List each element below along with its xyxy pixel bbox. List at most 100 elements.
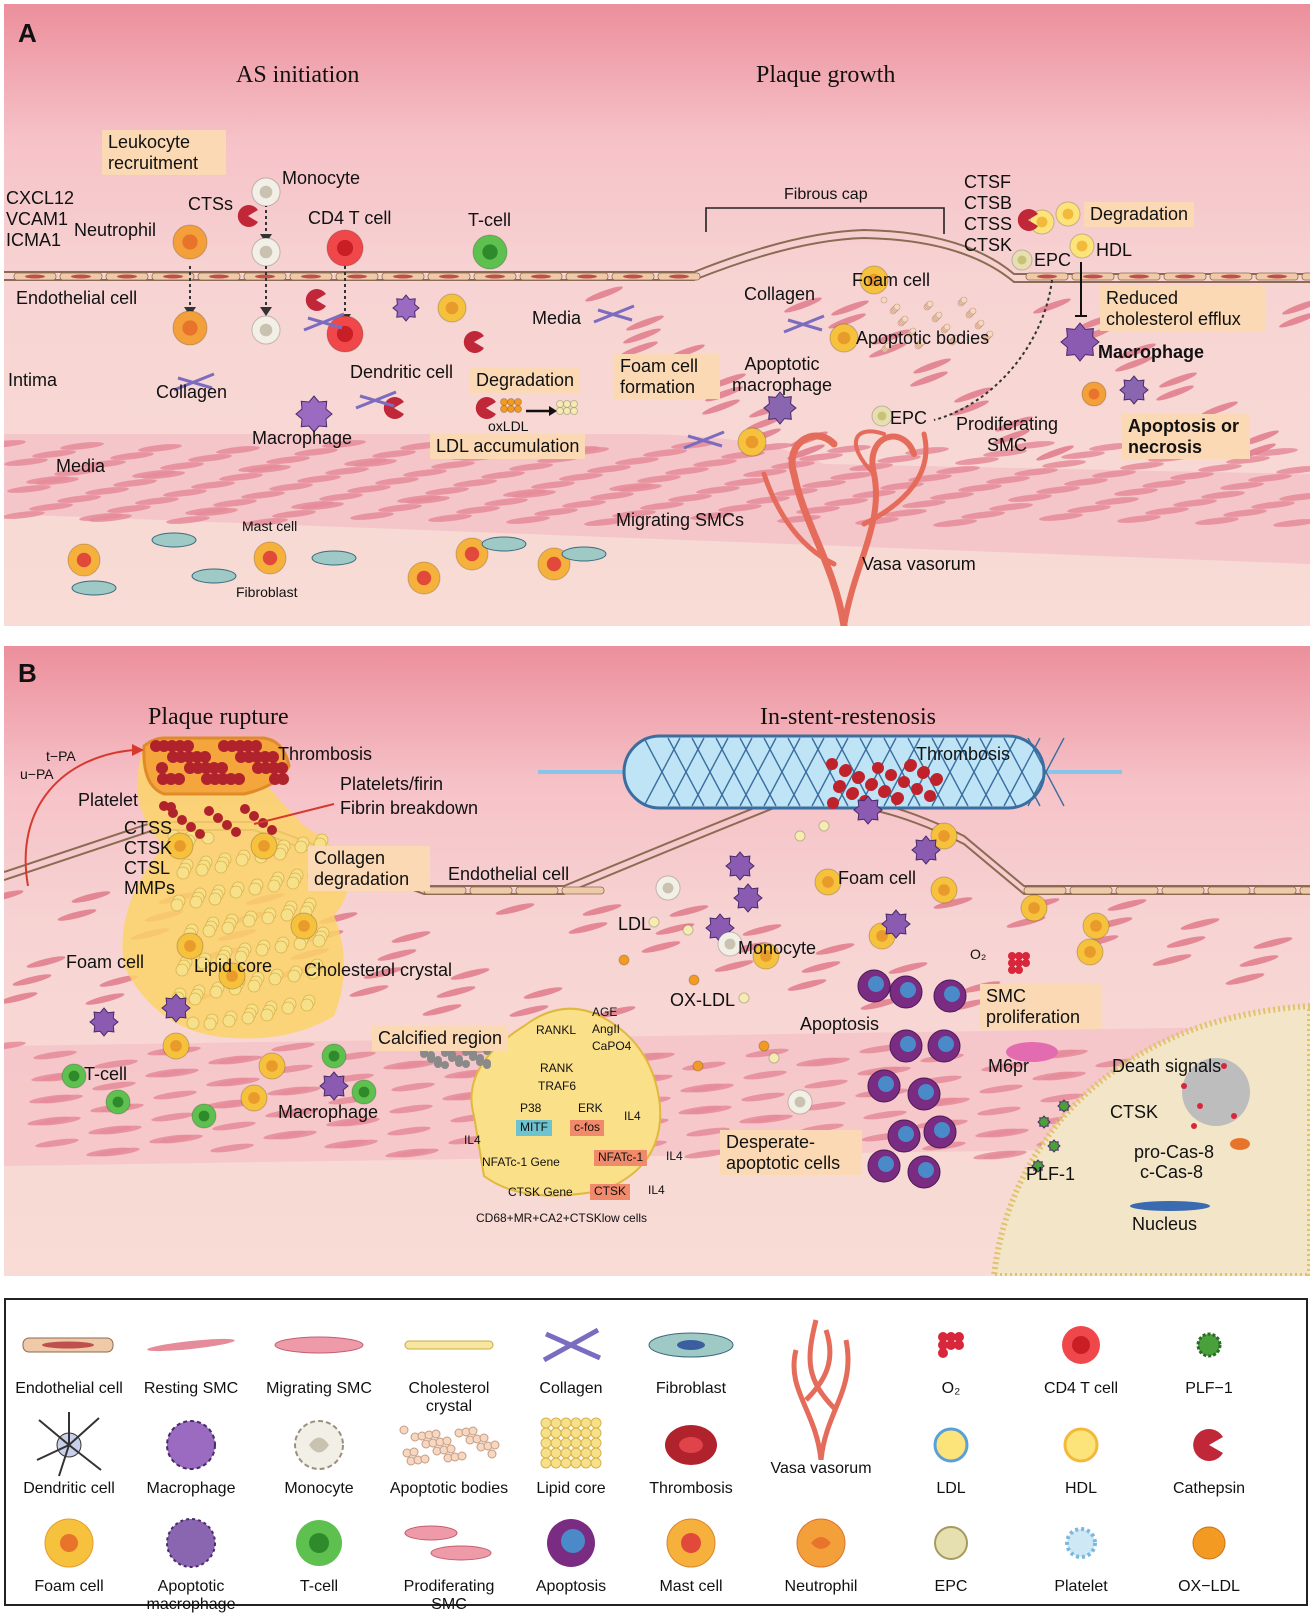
lipid-droplet bbox=[242, 914, 256, 928]
endothelial-cell bbox=[423, 886, 467, 895]
smc bbox=[389, 1104, 433, 1114]
media-label-mid: Media bbox=[532, 308, 582, 328]
cathepsin bbox=[383, 397, 404, 419]
smc bbox=[523, 987, 563, 999]
smc bbox=[322, 440, 366, 448]
smc bbox=[1220, 482, 1264, 490]
fibroblast bbox=[311, 550, 357, 566]
smc bbox=[1145, 507, 1189, 515]
mast-cell bbox=[407, 561, 441, 595]
chemokine-2: VCAM1 bbox=[6, 209, 69, 229]
red-blood-cell bbox=[267, 751, 279, 763]
title-plaque-growth: Plaque growth bbox=[756, 62, 896, 88]
smc bbox=[714, 960, 754, 972]
smc bbox=[724, 478, 768, 486]
smc bbox=[26, 956, 66, 968]
ldl bbox=[563, 407, 571, 415]
smc bbox=[531, 481, 575, 489]
migrating-smc-icon bbox=[254, 1310, 384, 1380]
legend-item-ox-ldl: OX−LDL bbox=[1144, 1508, 1274, 1596]
thrombosis-right-label: Thrombosis bbox=[916, 744, 1011, 764]
apoptotic-bodies-icon bbox=[384, 1410, 514, 1480]
lipid-droplet bbox=[300, 998, 314, 1012]
endothelial-cell bbox=[469, 886, 513, 895]
red-blood-cell bbox=[277, 773, 289, 785]
smc bbox=[263, 1130, 307, 1140]
smc bbox=[1092, 470, 1136, 478]
ldl bbox=[818, 820, 830, 832]
red-blood-cell bbox=[834, 780, 846, 792]
ox-ldl bbox=[618, 954, 630, 966]
legend-item-epc: EPC bbox=[886, 1508, 1016, 1596]
red-blood-cell bbox=[276, 762, 288, 774]
o2-cluster bbox=[1015, 952, 1023, 960]
apoptotic-body bbox=[952, 334, 960, 342]
smc bbox=[1042, 460, 1086, 468]
smc bbox=[503, 489, 547, 497]
apoptotic-macrophage-label: Apoptotic macrophage bbox=[731, 354, 833, 395]
monocyte bbox=[251, 315, 281, 345]
smc bbox=[933, 519, 977, 527]
legend-label: Macrophage bbox=[146, 1480, 236, 1497]
legend-item-hdl: HDL bbox=[1016, 1410, 1146, 1498]
smc bbox=[383, 1060, 427, 1070]
legend-item-ldl: LDL bbox=[886, 1410, 1016, 1498]
foam-cell bbox=[176, 932, 204, 960]
red-blood-cell bbox=[853, 771, 865, 783]
smc bbox=[326, 1117, 370, 1127]
smc bbox=[640, 502, 684, 510]
lipid-droplet bbox=[195, 863, 209, 877]
apoptotic-bodies-label: Apoptotic bodies bbox=[856, 328, 990, 348]
macrophage bbox=[161, 993, 191, 1023]
smc bbox=[992, 429, 1030, 445]
ox-ldl bbox=[514, 405, 522, 413]
foam-cell bbox=[814, 868, 842, 896]
smc bbox=[955, 457, 999, 465]
death-signals-label: Death signals bbox=[1112, 1056, 1222, 1076]
smc bbox=[696, 486, 740, 494]
o2-cluster bbox=[1022, 959, 1030, 967]
neutrophil-label: Neutrophil bbox=[74, 220, 157, 240]
smc bbox=[213, 499, 257, 507]
smc bbox=[1201, 491, 1245, 499]
smc bbox=[1225, 973, 1265, 985]
fibroblast bbox=[191, 568, 237, 584]
foam-cell bbox=[437, 293, 467, 323]
monocyte bbox=[787, 1089, 813, 1115]
ctsk-gene-label: CTSK Gene bbox=[508, 1185, 573, 1199]
cathepsin bbox=[237, 205, 258, 228]
calcification bbox=[441, 1061, 449, 1069]
smc bbox=[983, 449, 1027, 457]
smc bbox=[397, 495, 441, 503]
cholesterol-crystal-label: Cholesterol crystal bbox=[304, 960, 453, 980]
mast-cell bbox=[67, 543, 101, 577]
lipid-droplet bbox=[209, 985, 223, 999]
smc bbox=[684, 1149, 728, 1159]
smc bbox=[655, 923, 695, 935]
monocyte-label-b: Monocyte bbox=[738, 938, 817, 958]
smc bbox=[1142, 480, 1186, 488]
smc bbox=[425, 487, 469, 495]
smc bbox=[107, 505, 151, 513]
lipid-droplet bbox=[306, 966, 320, 980]
apoptosis-nucleus bbox=[938, 1036, 954, 1052]
smc bbox=[160, 462, 204, 470]
pro-cas8-label: pro-Cas-8 bbox=[1134, 1142, 1215, 1162]
cathepsin-2: CTSB bbox=[964, 193, 1013, 213]
t-cell bbox=[321, 1043, 347, 1069]
legend-item-endothelial: Endothelial cell bbox=[4, 1310, 134, 1398]
mitf-label: MITF bbox=[516, 1120, 552, 1136]
title-as-initiation: AS initiation bbox=[236, 62, 360, 88]
legend-label: Lipid core bbox=[536, 1480, 606, 1497]
smc bbox=[241, 491, 285, 499]
foam-cell-label: Foam cell bbox=[852, 270, 931, 290]
vasa-vasorum-label: Vasa vasorum bbox=[862, 554, 976, 574]
degradation-right-label: Degradation bbox=[1084, 202, 1195, 227]
smc bbox=[244, 518, 288, 526]
smc bbox=[35, 1138, 79, 1148]
red-blood-cell bbox=[924, 790, 936, 802]
endothelial-cell bbox=[1253, 886, 1297, 895]
legend-label: Foam cell bbox=[34, 1578, 104, 1595]
smc bbox=[456, 506, 500, 514]
